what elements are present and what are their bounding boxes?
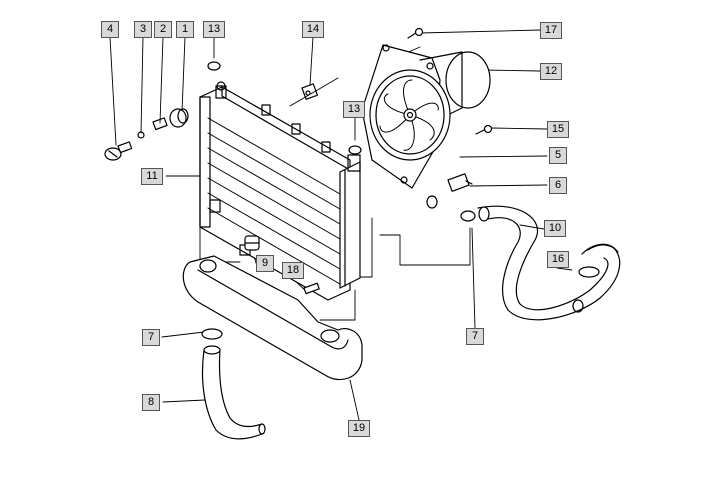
callout-9: 9 <box>256 255 274 272</box>
callout-7-right: 7 <box>466 328 484 345</box>
callout-19: 19 <box>348 420 370 437</box>
callout-13-right: 13 <box>343 101 365 118</box>
callout-4: 4 <box>101 21 119 38</box>
callout-16: 16 <box>547 251 569 268</box>
fan-motor-drawing <box>361 44 491 189</box>
radiator-drawing <box>199 81 361 301</box>
callout-17: 17 <box>540 22 562 39</box>
expansion-tank-drawing <box>182 255 363 381</box>
lower-hose-drawing <box>201 328 266 440</box>
callout-15: 15 <box>547 121 569 138</box>
callout-14: 14 <box>302 21 324 38</box>
callout-11: 11 <box>141 168 163 185</box>
callout-8: 8 <box>142 394 160 411</box>
callout-2: 2 <box>154 21 172 38</box>
callout-13-top: 13 <box>203 21 225 38</box>
callout-7-left: 7 <box>142 329 160 346</box>
callout-10: 10 <box>544 220 566 237</box>
callout-1: 1 <box>176 21 194 38</box>
callout-6: 6 <box>549 177 567 194</box>
callout-12: 12 <box>540 63 562 80</box>
callout-3: 3 <box>134 21 152 38</box>
small-parts <box>104 27 493 295</box>
callout-18: 18 <box>282 262 304 279</box>
upper-hose-drawing <box>460 205 621 321</box>
callout-5: 5 <box>549 147 567 164</box>
leader-lines <box>109 29 573 421</box>
